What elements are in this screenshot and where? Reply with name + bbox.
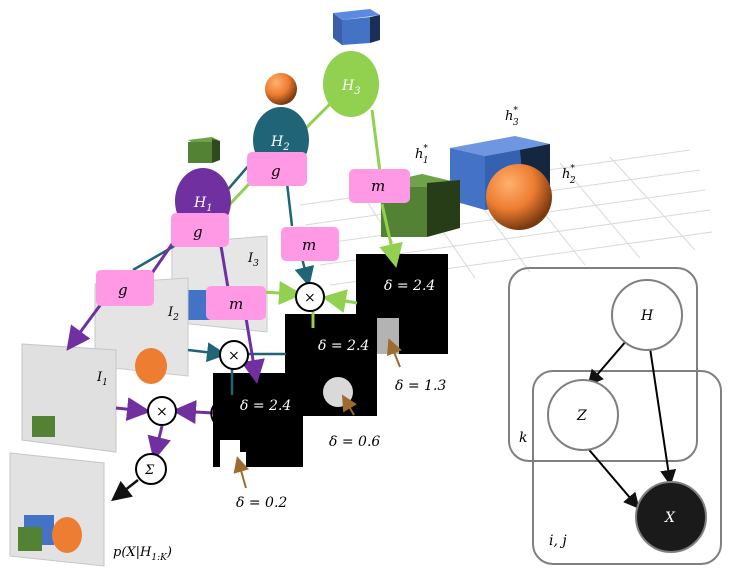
svg-text:m: m xyxy=(302,236,316,254)
mask-m-object-3: m xyxy=(349,169,410,203)
svg-text:m: m xyxy=(371,177,385,195)
scene-label-h3: h*3 xyxy=(505,106,519,128)
plate-label-k: k xyxy=(519,430,527,446)
small-blue-cube xyxy=(333,9,380,45)
layer-label-i1: I1 xyxy=(96,370,108,388)
svg-text:m: m xyxy=(229,295,243,313)
decoder-g-object-2: g xyxy=(247,152,307,186)
multiply-node-partial-1 xyxy=(210,400,220,427)
svg-text:H: H xyxy=(640,308,654,324)
decoder-g-object-1: g xyxy=(171,213,229,247)
scene-label-h2: h*2 xyxy=(562,164,576,186)
svg-text:Σ: Σ xyxy=(144,463,155,478)
graphical-model: H Z X k i, j xyxy=(508,267,722,565)
svg-text:×: × xyxy=(228,348,240,364)
multiply-node-1: × xyxy=(147,396,177,426)
svg-text:H3: H3 xyxy=(341,78,361,97)
multiply-node-partial-2 xyxy=(287,342,297,369)
output-plane xyxy=(9,452,105,567)
output-likelihood-label: p(X|H1:K) xyxy=(113,545,172,563)
mask-plane-2: δ = 2.4 xyxy=(285,314,377,416)
mask-delta-below-1: δ = 0.2 xyxy=(236,495,287,511)
mask-m-object-1: m xyxy=(206,286,266,320)
svg-text:X: X xyxy=(664,510,676,526)
small-orange-sphere xyxy=(265,73,297,105)
plate-label-ij: i, j xyxy=(549,533,567,549)
svg-text:g: g xyxy=(193,223,203,241)
sum-node: Σ xyxy=(135,453,167,485)
svg-text:Z: Z xyxy=(576,408,587,424)
svg-text:×: × xyxy=(304,290,316,306)
pointer-arrow-2 xyxy=(341,394,357,416)
svg-text:×: × xyxy=(156,404,168,420)
node-h xyxy=(611,279,683,351)
node-x-observed xyxy=(635,481,707,553)
mask-delta-inside-2: δ = 2.4 xyxy=(318,338,369,354)
svg-text:H2: H2 xyxy=(270,134,290,153)
decoder-g-object-3: g xyxy=(96,270,154,306)
latent-node-h3: H3 xyxy=(323,51,379,117)
pointer-arrow-3 xyxy=(387,338,402,368)
mask-delta-below-3: δ = 1.3 xyxy=(395,378,446,394)
pointer-arrow-1 xyxy=(233,456,249,489)
mask-plane-1: δ = 2.4 xyxy=(213,373,303,467)
multiply-node-3: × xyxy=(295,282,325,312)
output-arrow xyxy=(111,479,139,502)
svg-text:g: g xyxy=(118,281,128,299)
svg-text:g: g xyxy=(271,162,281,180)
small-green-cube xyxy=(188,137,220,163)
scene-label-h1: h*1 xyxy=(415,144,429,166)
mask-delta-inside-3: δ = 2.4 xyxy=(384,278,435,294)
plate-inner xyxy=(532,370,722,565)
layer-label-i2: I2 xyxy=(167,305,179,323)
mask-delta-inside-1: δ = 2.4 xyxy=(240,398,291,414)
plate-outer xyxy=(508,267,698,462)
scene-orange-sphere xyxy=(486,164,552,230)
svg-text:H1: H1 xyxy=(193,195,213,214)
node-z xyxy=(547,379,619,451)
multiply-node-2: × xyxy=(219,340,249,370)
layer-plane-1: I1 xyxy=(21,343,117,453)
layer-label-i3: I3 xyxy=(247,251,259,269)
mask-m-object-2: m xyxy=(281,227,339,261)
mask-delta-below-2: δ = 0.6 xyxy=(329,434,380,450)
